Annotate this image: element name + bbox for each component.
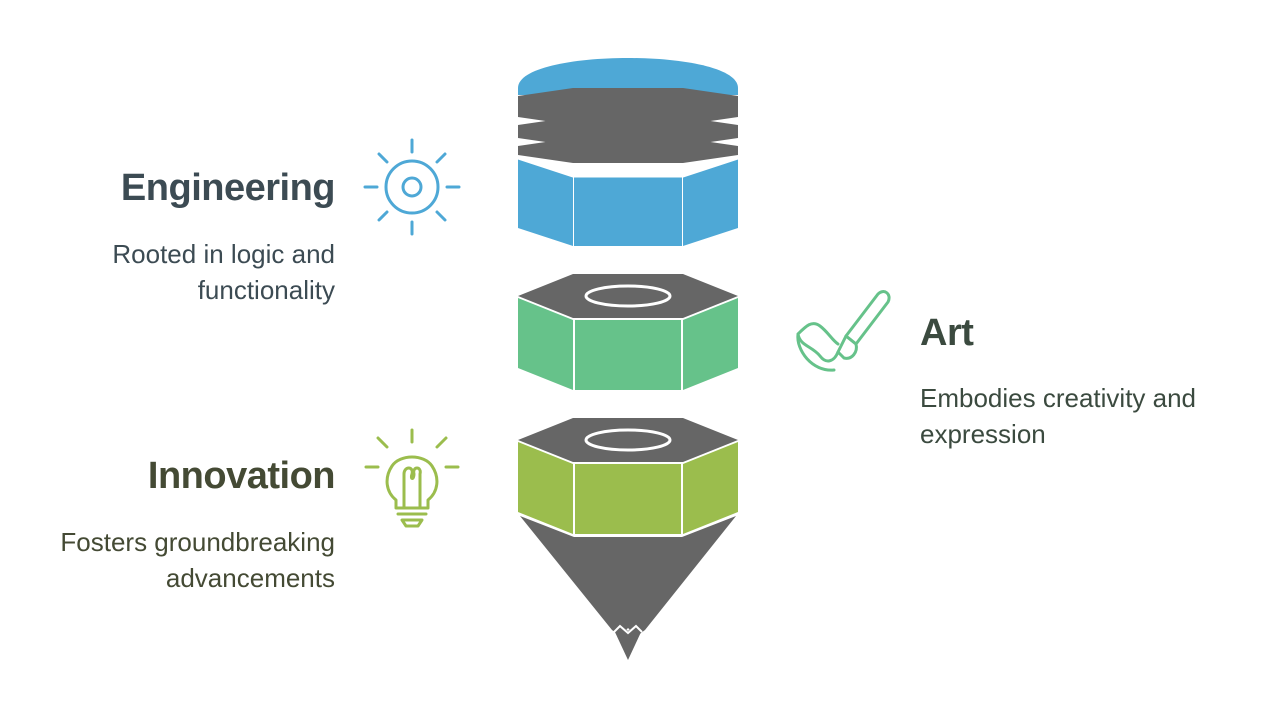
ferrule-band-1 bbox=[518, 88, 738, 125]
ferrule-band-3 bbox=[518, 138, 738, 163]
olive-face-right bbox=[683, 442, 738, 534]
green-face-left bbox=[518, 298, 573, 390]
art-title: Art bbox=[920, 312, 974, 354]
art-description: Embodies creativity and expression bbox=[920, 383, 1197, 449]
blue-top-edge bbox=[517, 156, 739, 178]
blue-face-left bbox=[518, 158, 573, 246]
innovation-description: Fosters groundbreaking advancements bbox=[60, 527, 335, 593]
blue-face-front bbox=[574, 177, 682, 246]
olive-face-front bbox=[575, 464, 681, 534]
gear-icon bbox=[363, 138, 461, 236]
engineering-description: Rooted in logic and functionality bbox=[112, 239, 335, 305]
pencil-cone bbox=[520, 516, 736, 636]
innovation-title: Innovation bbox=[147, 455, 336, 497]
engineering-title: Engineering bbox=[120, 167, 336, 209]
pencil-tip-segment bbox=[518, 418, 738, 660]
pencil-eraser-segment bbox=[517, 58, 739, 246]
green-face-front bbox=[575, 320, 681, 390]
lightbulb-icon bbox=[364, 428, 460, 528]
olive-hole-ring bbox=[584, 428, 672, 452]
pencil-green-segment bbox=[518, 274, 738, 390]
green-top-hex bbox=[518, 274, 738, 318]
olive-face-left bbox=[518, 442, 573, 534]
pencil-lead bbox=[614, 624, 642, 660]
olive-top-hex bbox=[518, 418, 738, 462]
blue-face-right bbox=[683, 158, 738, 246]
green-hole-ring bbox=[584, 284, 672, 308]
lead-edge bbox=[613, 624, 643, 635]
paintbrush-icon bbox=[796, 290, 891, 372]
eraser-cap bbox=[518, 58, 738, 95]
green-face-right bbox=[683, 298, 738, 390]
